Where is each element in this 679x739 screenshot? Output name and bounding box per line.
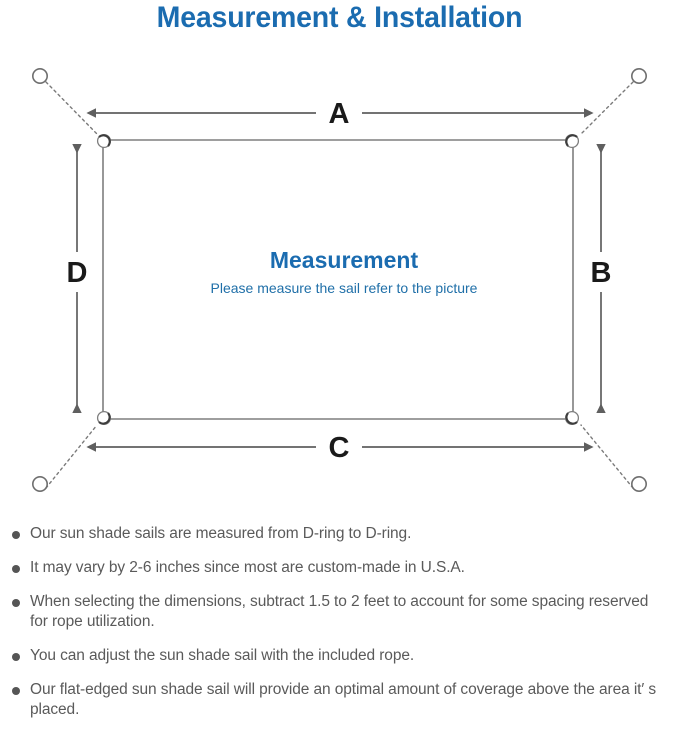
d-ring-bottom-right xyxy=(564,410,580,426)
note-text: Our flat-edged sun shade sail will provi… xyxy=(30,681,657,718)
anchor-point-bottom-right xyxy=(630,475,647,492)
bullet-icon xyxy=(12,531,20,539)
rope-line-top-left xyxy=(45,81,98,135)
rope-line-bottom-right xyxy=(580,424,634,489)
list-item: Our flat-edged sun shade sail will provi… xyxy=(0,680,679,720)
measurement-diagram: A C D B xyxy=(0,55,679,515)
rope-lines xyxy=(45,81,634,489)
bullet-icon xyxy=(12,565,20,573)
note-text: When selecting the dimensions, subtract … xyxy=(30,593,649,630)
list-item: When selecting the dimensions, subtract … xyxy=(0,592,679,632)
dimension-label-b: B xyxy=(591,257,612,289)
dimension-label-c: C xyxy=(329,432,350,464)
diagram-center-heading: Measurement xyxy=(270,247,419,273)
bullet-icon xyxy=(12,599,20,607)
list-item: It may vary by 2-6 inches since most are… xyxy=(0,558,679,578)
dimension-label-a: A xyxy=(329,98,350,130)
bullet-icon xyxy=(12,653,20,661)
anchor-point-bottom-left xyxy=(31,475,48,492)
d-ring-top-right xyxy=(564,133,580,149)
d-rings xyxy=(96,133,580,426)
diagram-center-subtext: Please measure the sail refer to the pic… xyxy=(211,280,478,296)
page-title: Measurement & Installation xyxy=(156,1,523,34)
list-item: You can adjust the sun shade sail with t… xyxy=(0,646,679,666)
d-ring-bottom-left xyxy=(96,410,112,426)
note-text: You can adjust the sun shade sail with t… xyxy=(30,647,415,664)
anchor-points xyxy=(31,68,647,492)
rope-line-top-right xyxy=(580,81,634,135)
d-ring-top-left xyxy=(96,133,112,149)
note-text: Our sun shade sails are measured from D-… xyxy=(30,525,412,542)
dimension-label-d: D xyxy=(67,257,88,289)
sail-rectangle xyxy=(102,139,574,420)
notes-list: Our sun shade sails are measured from D-… xyxy=(0,524,679,734)
anchor-point-top-right xyxy=(630,68,647,84)
bullet-icon xyxy=(12,687,20,695)
rope-line-bottom-left xyxy=(45,424,98,489)
note-text: It may vary by 2-6 inches since most are… xyxy=(30,559,465,576)
anchor-point-top-left xyxy=(31,68,48,84)
list-item: Our sun shade sails are measured from D-… xyxy=(0,524,679,544)
